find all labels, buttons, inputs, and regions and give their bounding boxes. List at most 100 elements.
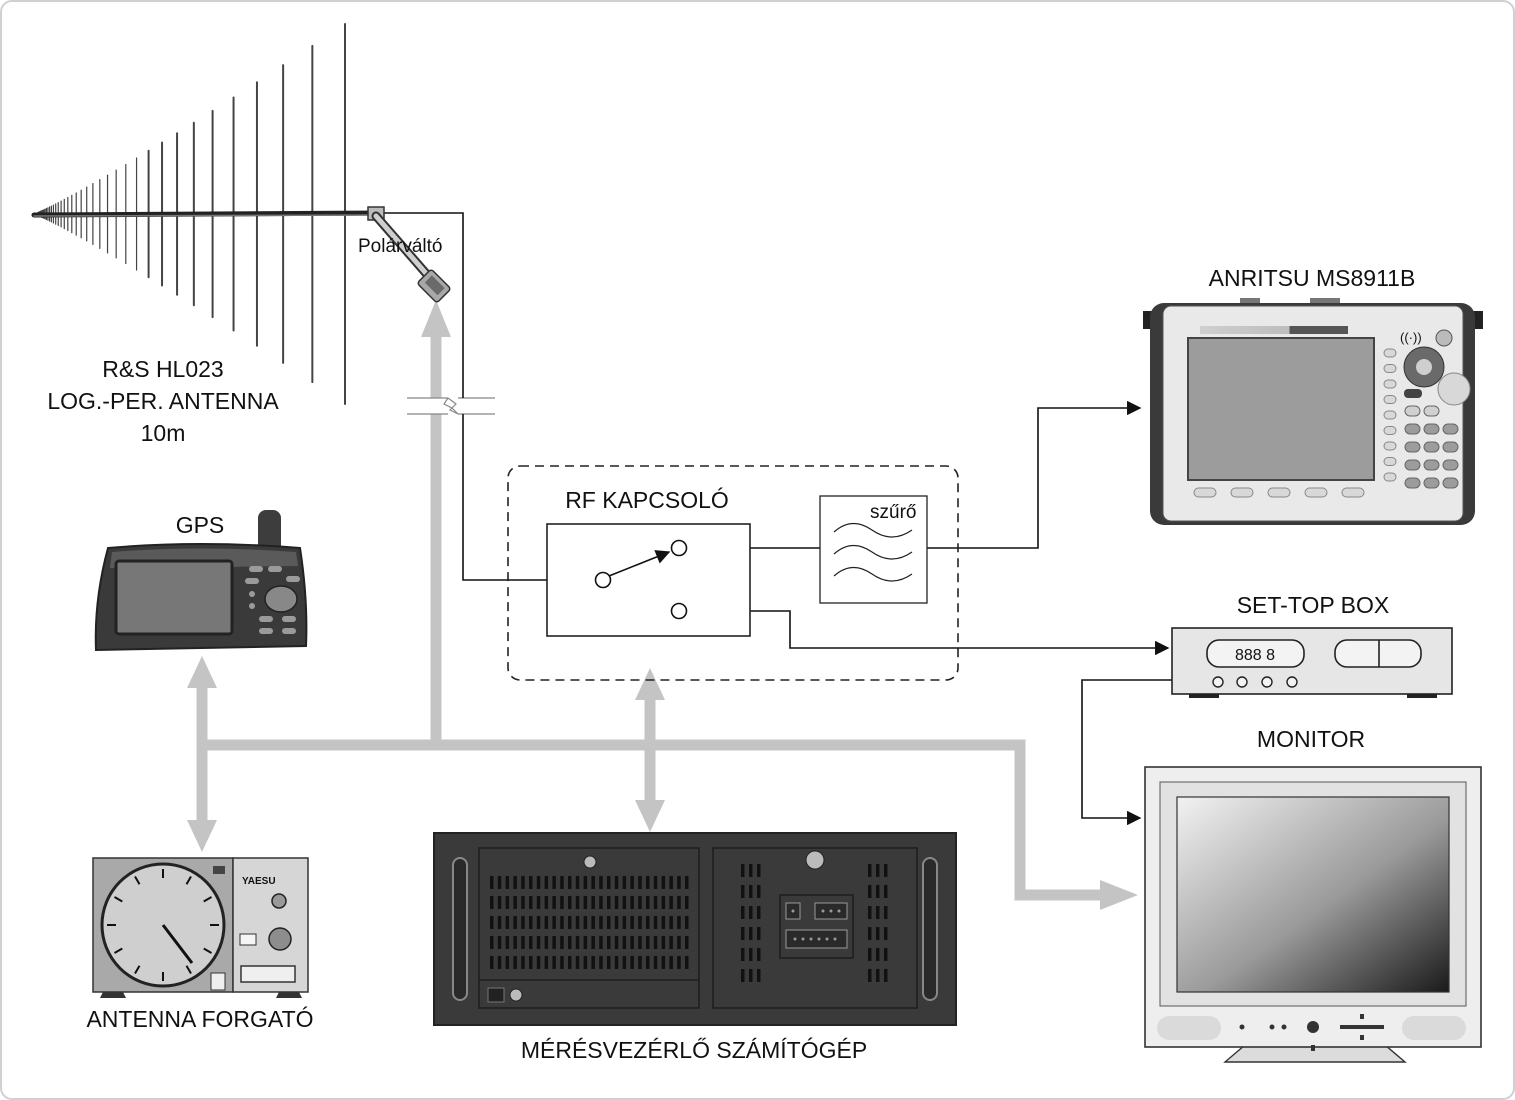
stb-label: SET-TOP BOX [1237, 592, 1390, 618]
analyzer-key [1404, 441, 1421, 453]
analyzer-side-key [1383, 457, 1397, 466]
analyzer-key [1423, 459, 1440, 471]
vent-slot [544, 916, 549, 929]
monitor-screen [1176, 796, 1450, 993]
vent-slot [622, 896, 627, 909]
rotator-brand: YAESU [242, 876, 276, 887]
vent-slot [513, 916, 517, 929]
vent-slot [560, 896, 564, 909]
analyzer-keypad [1404, 405, 1459, 489]
vent-slot [583, 956, 588, 969]
vent-slot [622, 956, 627, 969]
vent-slot [646, 896, 650, 909]
vent-slot [560, 876, 564, 889]
vent-slot [646, 876, 650, 889]
vent-slot [757, 864, 761, 877]
vent-slot [622, 916, 627, 929]
dial-tick [185, 965, 192, 974]
switch-port-2 [670, 602, 688, 620]
bus-arrow-rf-up [635, 668, 665, 700]
vent-slot [669, 896, 673, 909]
analyzer-side-key [1383, 395, 1397, 404]
vent-slot [884, 885, 888, 898]
analyzer-bottom-key [1193, 487, 1217, 498]
vent-slot [741, 969, 745, 982]
analyzer-side-key [1383, 410, 1397, 420]
vent-slot [560, 916, 564, 929]
rotator-label: ANTENNA FORGATÓ [86, 1006, 313, 1032]
analyzer-key [1423, 441, 1440, 453]
analyzer-knob [1437, 372, 1471, 406]
vent-slot [521, 956, 525, 969]
vent-slot [591, 896, 595, 909]
vent-slot [607, 916, 611, 929]
antenna-label-line1: R&S HL023 [102, 356, 223, 382]
vent-slot [607, 876, 611, 889]
antenna-label-line3: 10m [141, 420, 186, 446]
vent-slot [497, 876, 502, 889]
vent-slot [568, 896, 572, 909]
vent-slot [653, 896, 658, 909]
vent-slot [599, 896, 603, 909]
analyzer-bottom-key [1267, 487, 1291, 498]
vent-slot [599, 916, 603, 929]
vent-slot [646, 936, 650, 949]
filter-to-analyzer [927, 400, 1142, 549]
vent-slot [490, 916, 494, 929]
vent-slot [646, 916, 650, 929]
vent-slot [497, 956, 502, 969]
vent-slot [599, 936, 603, 949]
vent-slot [575, 916, 580, 929]
vent-slot [583, 896, 588, 909]
vent-slot [741, 885, 745, 898]
vent-slot [757, 948, 761, 961]
vent-slot [653, 936, 658, 949]
vent-slot [614, 956, 619, 969]
vent-slot [685, 956, 689, 969]
dial-tick [185, 876, 192, 885]
vent-slot [661, 916, 666, 929]
vent-slot [568, 956, 572, 969]
vent-slot [544, 896, 549, 909]
dial-ticks [107, 869, 219, 981]
vent-slot [876, 906, 880, 919]
vent-slot [741, 906, 745, 919]
vent-slot [630, 916, 634, 929]
vent-slot [583, 936, 588, 949]
vent-slot [607, 896, 611, 909]
vent-slot [661, 956, 666, 969]
analyzer-label: ANRITSU MS8911B [1209, 265, 1416, 291]
vent-slot [536, 896, 541, 909]
vent-slot [677, 936, 681, 949]
vent-slot [884, 906, 888, 919]
stb-display-text: 888 8 [1235, 647, 1275, 664]
filter [819, 495, 928, 604]
rf-switch [546, 523, 751, 637]
switch-to-stb [686, 610, 1170, 656]
measurement-computer [433, 832, 957, 1026]
vent-slot [741, 927, 745, 940]
antenna-boom [31, 210, 383, 218]
analyzer-bottom-key [1341, 487, 1365, 498]
antenna-rotator: YAESU [92, 857, 309, 998]
analyzer-key [1404, 477, 1421, 489]
vent-slot [529, 936, 533, 949]
vent-slot [884, 927, 888, 940]
vent-slot [599, 876, 603, 889]
spectrum-analyzer: ((·)) [1143, 298, 1483, 525]
vent-slot [583, 876, 588, 889]
vent-slot [749, 885, 753, 898]
analyzer-key [1442, 477, 1459, 489]
vent-slot [513, 956, 517, 969]
vent-slot [552, 876, 556, 889]
vent-slot [505, 896, 510, 909]
vent-slot [749, 969, 753, 982]
vent-slot [677, 916, 681, 929]
vent-slot [568, 936, 572, 949]
vent-slot [614, 936, 619, 949]
vent-slot [685, 896, 689, 909]
bus-arrow-rf-down [635, 800, 665, 832]
vent-slot [591, 936, 595, 949]
dial-tick [114, 896, 123, 903]
